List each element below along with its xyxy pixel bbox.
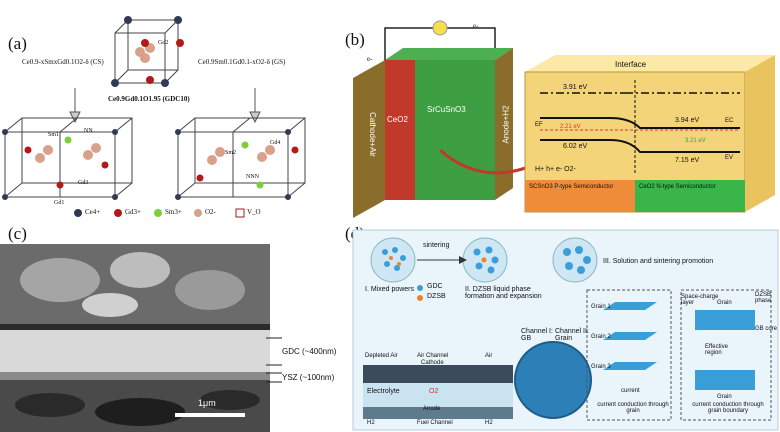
- legend-sm: Sm3+: [165, 208, 182, 216]
- ceo2-label: CeO2: [387, 115, 408, 124]
- sintering-schematic: [352, 229, 779, 431]
- sem-cross-section: [0, 244, 282, 432]
- level-3-94: 3.94 eV: [675, 117, 700, 124]
- grain3-label: Grain 3: [591, 364, 611, 370]
- interface-label: Interface: [615, 60, 647, 69]
- cond-grain-label: current conduction through grain: [597, 402, 669, 414]
- space-charge-label: Space-charge layer: [681, 294, 719, 306]
- channel1-label: Channel I: GB: [521, 328, 553, 342]
- cs-formula: Ce0.9-xSmxGd0.1O2-δ (CS): [22, 58, 104, 66]
- step-sintering: sintering: [423, 242, 450, 249]
- dzsb-phase: DZSB phase: [755, 292, 772, 304]
- electron-right: e-: [473, 22, 479, 30]
- n-type-label: CeO2 N-type Semiconductor: [639, 184, 716, 190]
- carriers-label: H+ h+ e- O2-: [535, 166, 576, 173]
- crystal-structure-figure: [2, 16, 306, 218]
- grain1-label: Grain 1: [591, 304, 611, 310]
- panel-b-label: (b): [345, 30, 365, 49]
- legend-gd: Gd3+: [125, 208, 142, 216]
- gb-core: GB core: [755, 326, 778, 332]
- depleted-air: Depleted Air: [365, 353, 398, 359]
- gdc-formula: Ce0.9Gd0.1O1.95 (GDC10): [108, 95, 190, 103]
- level-6-02: 6.02 eV: [563, 143, 588, 150]
- p-type-label: SCSnO3 P-type Semiconductor: [529, 184, 614, 190]
- ysz-thickness: YSZ (~100nm): [282, 373, 335, 382]
- site-nn: NN: [84, 128, 93, 134]
- panel-c-label: (c): [8, 224, 27, 243]
- ef-label: EF: [535, 122, 543, 128]
- step2-label: II. DZSB liquid phase formation and expa…: [465, 286, 542, 300]
- panel-c: (c) GDC (~400nm) YSZ (~100nm) 1μm: [0, 220, 345, 432]
- level-3-91: 3.91 eV: [563, 84, 588, 91]
- fuel-cell-schematic: [353, 20, 775, 218]
- h2-left: H2: [367, 420, 375, 426]
- effective-region: Effective region: [705, 344, 728, 356]
- ev-label: EV: [725, 155, 734, 161]
- scale-bar-label: 1μm: [198, 398, 216, 408]
- air-label: Air: [485, 353, 493, 359]
- legend-dzsb: DZSB: [427, 293, 446, 300]
- site-sm1: Sm1: [48, 132, 60, 138]
- legend-vacancy: V_O: [247, 208, 261, 216]
- level-2-21: 2.21 eV: [560, 124, 581, 130]
- legend-o: O2-: [205, 208, 216, 216]
- grain-bottom: Grain: [717, 394, 732, 400]
- level-7-15: 7.15 eV: [675, 157, 700, 164]
- level-3-21: 3.21 eV: [685, 138, 706, 144]
- channel2-label: Channel II: Grain: [555, 328, 589, 342]
- anode-label-d: Anode: [423, 406, 441, 412]
- legend-ce: Ce4+: [85, 208, 101, 216]
- step3-label: III. Solution and sintering promotion: [603, 258, 714, 265]
- grain-top: Grain: [717, 300, 732, 306]
- panel-d: (d) sinteri: [345, 220, 780, 432]
- ec-label: EC: [725, 118, 734, 124]
- site-gd1: Gd1: [54, 200, 65, 206]
- site-nnn: NNN: [246, 174, 259, 180]
- panel-b: (b) e- e- Cathode+Air Anode+H2 CeO2 SrCu…: [345, 0, 780, 220]
- cathode-label-d: Cathode: [421, 360, 444, 366]
- legend-gdc: GDC: [427, 283, 443, 290]
- electrolyte-label: Electrolyte: [367, 388, 400, 395]
- grain2-label: Grain 2: [591, 334, 611, 340]
- fuel-channel: Fuel Channel: [417, 420, 453, 426]
- panel-a: (a): [0, 0, 345, 220]
- site-gd2: Gd2: [158, 40, 169, 46]
- gs-cube: [177, 117, 306, 198]
- o2-label: O2: [429, 388, 439, 395]
- air-channel: Air Channel: [417, 353, 449, 359]
- site-gd3: Gd3: [78, 180, 89, 186]
- site-gd4: Gd4: [270, 140, 281, 146]
- electron-left: e-: [367, 55, 373, 63]
- cathode-label: Cathode+Air: [367, 112, 377, 157]
- h2-right: H2: [485, 420, 493, 426]
- cond-gb-label: current conduction through grain boundar…: [692, 402, 764, 414]
- scs-label: SrCuSnO3: [427, 105, 466, 114]
- site-sm2: Sm2: [225, 150, 237, 156]
- gdc-thickness: GDC (~400nm): [282, 347, 337, 356]
- anode-label: Anode+H2: [501, 105, 511, 144]
- current-label: current: [621, 388, 640, 394]
- gs-formula: Ce0.9Sm0.1Gd0.1-xO2-δ (GS): [198, 58, 286, 66]
- step1-label: I. Mixed powers: [365, 286, 415, 293]
- panel-a-label: (a): [8, 34, 27, 53]
